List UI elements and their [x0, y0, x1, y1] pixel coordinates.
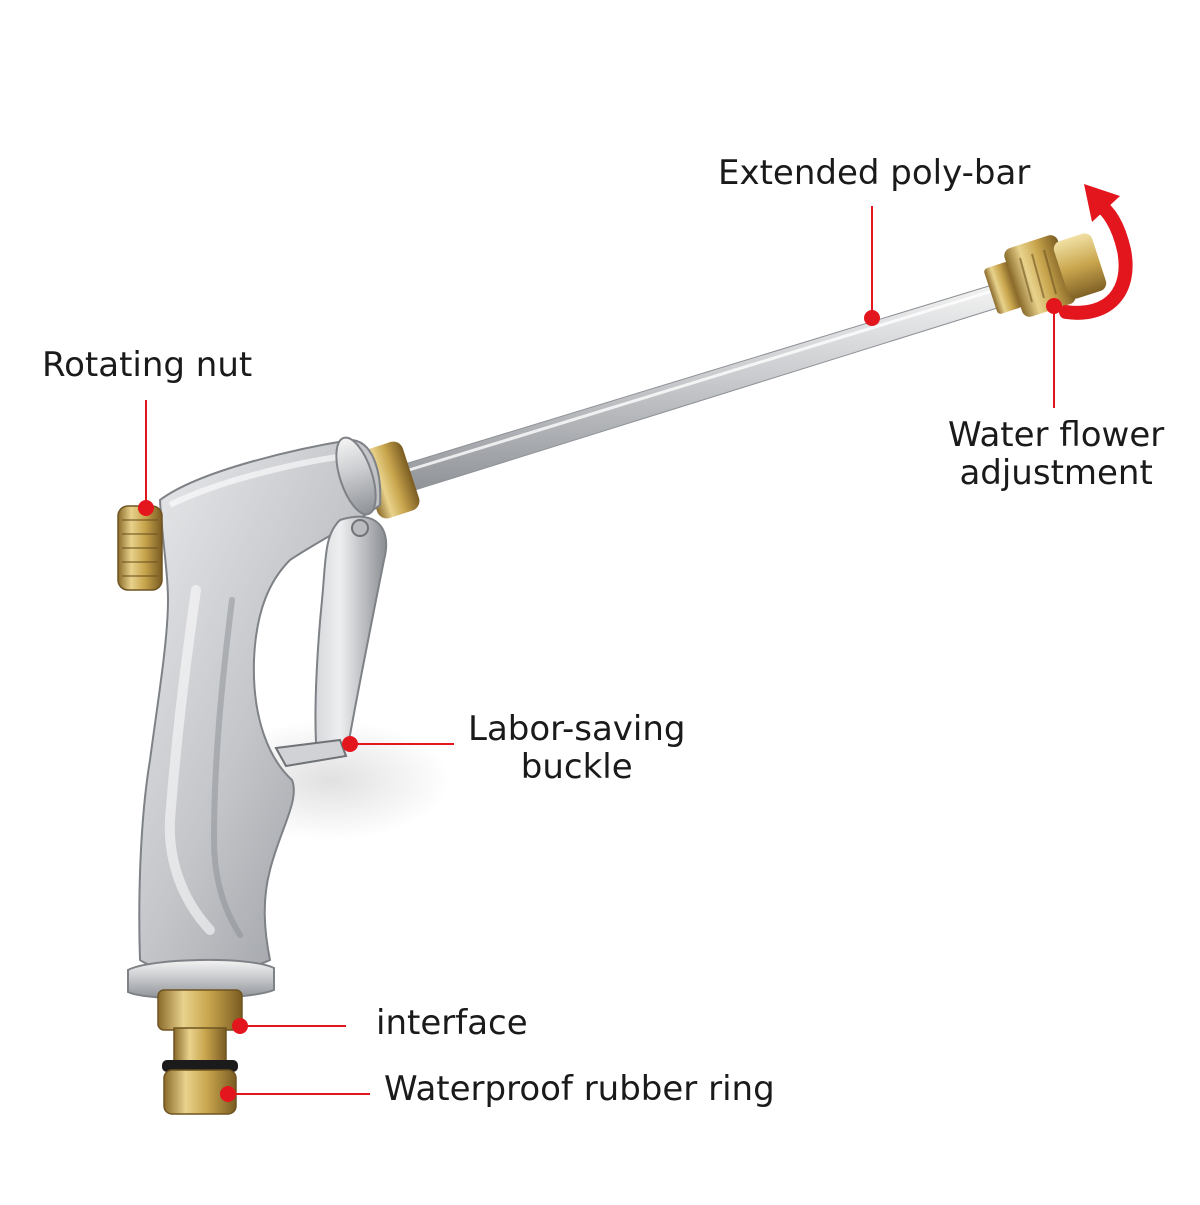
label-labor-saving-line2: buckle	[520, 747, 633, 787]
dot-water-flower	[1046, 298, 1062, 314]
label-water-flower-line2: adjustment	[959, 453, 1153, 493]
trigger-lever	[314, 515, 388, 753]
waterproof-rubber-ring	[162, 1060, 238, 1072]
dot-interface	[232, 1018, 248, 1034]
interface-connector	[157, 989, 243, 1115]
label-extended-poly-bar: Extended poly-bar	[718, 153, 1031, 193]
rotating-nut	[117, 505, 163, 591]
label-labor-saving-line1: Labor-saving	[468, 709, 686, 749]
label-waterproof-rubber-ring: Waterproof rubber ring	[384, 1069, 775, 1109]
label-rotating-nut: Rotating nut	[42, 345, 253, 385]
nozzle-gun-body	[138, 436, 382, 973]
callout-dots	[138, 298, 1062, 1102]
dot-poly-bar	[864, 310, 880, 326]
rotate-arrow-icon	[1059, 184, 1133, 320]
extended-poly-bar	[391, 281, 1011, 495]
dot-buckle	[342, 736, 358, 752]
dot-rotating-nut	[138, 500, 154, 516]
label-water-flower-adjustment: Water flower adjustment	[948, 416, 1164, 492]
label-labor-saving-buckle: Labor-saving buckle	[468, 710, 685, 786]
callout-lines	[145, 206, 1055, 1095]
water-flower-nozzle	[984, 233, 1107, 317]
label-interface: interface	[376, 1003, 528, 1043]
label-water-flower-line1: Water flower	[948, 415, 1165, 455]
labor-saving-buckle	[274, 738, 348, 768]
dot-rubber-ring	[220, 1086, 236, 1102]
